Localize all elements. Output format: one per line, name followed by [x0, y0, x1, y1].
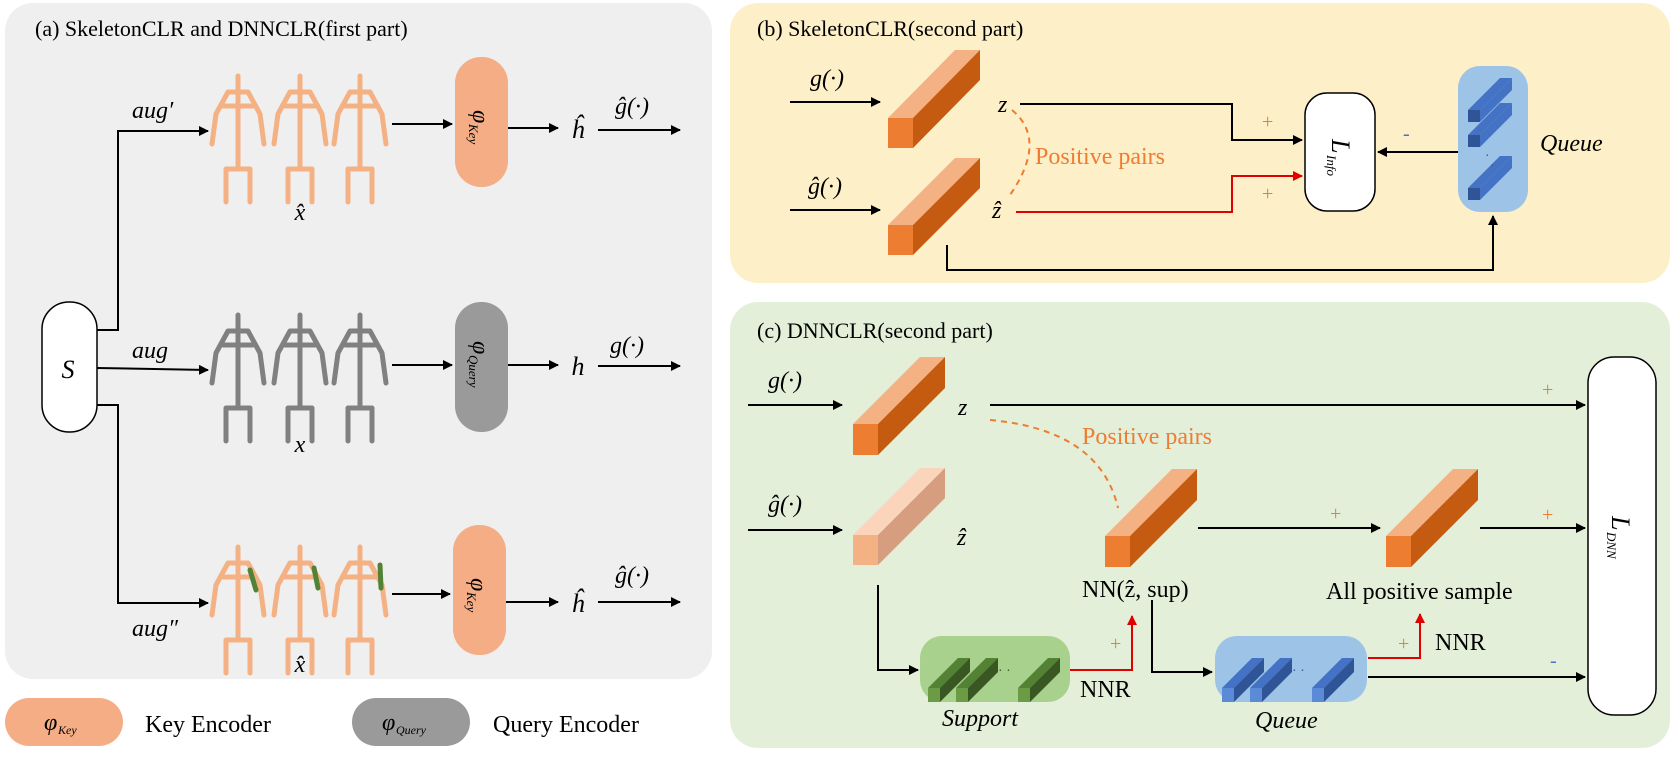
- svg-text:· ·: · ·: [998, 664, 1011, 679]
- svg-text:· ·: · ·: [1292, 664, 1305, 679]
- input-s-box: [41, 301, 98, 433]
- svg-text:Query Encoder: Query Encoder: [493, 712, 639, 738]
- c-feature-z: [853, 357, 945, 455]
- c-loss-dnn: L DNN: [1587, 356, 1657, 716]
- b-queue: · ·: [1458, 66, 1528, 212]
- h-label: h: [572, 352, 585, 381]
- g-hat-bot-label: ĝ(·): [615, 563, 649, 589]
- svg-text:L: L: [1326, 138, 1355, 153]
- b-loss-info: L Info: [1304, 92, 1376, 212]
- g-hat-top-label: ĝ(·): [615, 94, 649, 120]
- c-minus: -: [1550, 650, 1557, 672]
- panel-c-title: (c) DNNCLR(second part): [757, 318, 993, 343]
- b-feature-z-hat: [888, 158, 980, 255]
- h-hat-bot-label: ĥ: [572, 589, 586, 618]
- svg-text:Key: Key: [57, 723, 77, 737]
- query-encoder: φ Query: [455, 302, 508, 432]
- branch-bot-arrow: [97, 404, 209, 608]
- b-z-hat-label: ẑ: [991, 198, 1002, 224]
- aug-bot-label: aug″: [132, 616, 179, 642]
- b-plus-bot: +: [1262, 183, 1273, 205]
- svg-text:Key: Key: [466, 123, 481, 144]
- skeleton-highlight-limbs: [247, 562, 384, 593]
- b-minus: -: [1403, 123, 1410, 145]
- svg-text:φ: φ: [465, 578, 491, 591]
- c-plus-mid: +: [1330, 503, 1341, 525]
- c-z-label: z: [957, 395, 968, 421]
- c-z-hat-to-support: [877, 585, 919, 675]
- panel-a-title: (a) SkeletonCLR and DNNCLR(first part): [35, 16, 408, 41]
- b-g-label: g(·): [810, 66, 844, 92]
- x-label: x: [294, 432, 306, 458]
- c-plus-right: +: [1542, 504, 1553, 526]
- c-support-nnr-arrow: [1070, 615, 1137, 671]
- b-positive-pair-curve: [1009, 109, 1031, 196]
- c-feature-all-positive: [1386, 469, 1478, 567]
- g-mid-label: g(·): [610, 333, 644, 359]
- svg-text:Query: Query: [466, 355, 481, 388]
- c-plus-top: +: [1542, 379, 1553, 401]
- c-feature-nn: [1105, 469, 1197, 567]
- input-s-label: S: [62, 355, 75, 384]
- legend-key-encoder: φ Key Key Encoder: [5, 698, 271, 746]
- b-z-hat-to-loss: [1016, 171, 1303, 213]
- c-support: · ·: [920, 636, 1070, 702]
- c-nn-label: NN(ẑ, sup): [1082, 577, 1189, 603]
- b-feature-z: [888, 50, 980, 148]
- c-g-hat-label: ĝ(·): [768, 492, 802, 518]
- b-z-to-loss: [1020, 103, 1303, 145]
- x-hat-bot-label: x̂: [294, 652, 306, 678]
- c-queue-label: Queue: [1255, 708, 1318, 734]
- svg-text:DNN: DNN: [1604, 531, 1619, 560]
- panel-b-background: [730, 3, 1670, 283]
- h-hat-top-label: ĥ: [572, 115, 586, 144]
- aug-mid-label: aug: [132, 338, 168, 364]
- svg-text:Key: Key: [464, 591, 479, 612]
- svg-text:φ: φ: [382, 710, 395, 736]
- b-g-hat-label: ĝ(·): [808, 174, 842, 200]
- legend-query-encoder: φ Query Query Encoder: [352, 698, 639, 746]
- svg-text:Info: Info: [1324, 154, 1339, 176]
- x-hat-top-label: x̂: [294, 200, 306, 226]
- b-positive-pairs-label: Positive pairs: [1035, 144, 1165, 170]
- branch-top-arrow: [97, 126, 209, 331]
- aug-top-label: aug′: [132, 98, 174, 124]
- svg-text:φ: φ: [467, 110, 493, 123]
- b-plus-top: +: [1262, 111, 1273, 133]
- c-queue: · ·: [1215, 636, 1367, 702]
- branch-mid-arrow: [96, 364, 209, 375]
- c-z-hat-label: ẑ: [956, 525, 967, 551]
- svg-text:φ: φ: [467, 341, 493, 354]
- c-support-nnr-label: NNR: [1080, 677, 1131, 703]
- svg-text:·: ·: [1490, 159, 1495, 174]
- c-all-positive-label: All positive sample: [1326, 579, 1513, 605]
- svg-text:·: ·: [1485, 149, 1490, 164]
- svg-text:L: L: [1606, 515, 1635, 530]
- c-support-plus: +: [1110, 633, 1121, 655]
- b-queue-label: Queue: [1540, 131, 1603, 157]
- c-queue-plus: +: [1398, 633, 1409, 655]
- key-encoder-bottom: φ Key: [453, 525, 506, 655]
- key-encoder-top: φ Key: [455, 57, 508, 187]
- c-nn-to-queue: [1151, 600, 1213, 677]
- c-feature-z-hat: [853, 468, 945, 565]
- c-positive-pair-curve: [989, 419, 1119, 509]
- b-z-hat-to-queue: [946, 215, 1498, 271]
- panel-b-title: (b) SkeletonCLR(second part): [757, 16, 1023, 41]
- c-queue-nnr-arrow: [1368, 613, 1425, 659]
- svg-text:Key Encoder: Key Encoder: [145, 712, 271, 738]
- svg-text:Query: Query: [396, 723, 427, 737]
- c-queue-nnr-label: NNR: [1435, 630, 1486, 656]
- svg-text:φ: φ: [44, 710, 57, 736]
- c-g-label: g(·): [768, 368, 802, 394]
- c-positive-pairs-label: Positive pairs: [1082, 424, 1212, 450]
- c-support-label: Support: [942, 706, 1019, 732]
- b-z-label: z: [997, 92, 1008, 118]
